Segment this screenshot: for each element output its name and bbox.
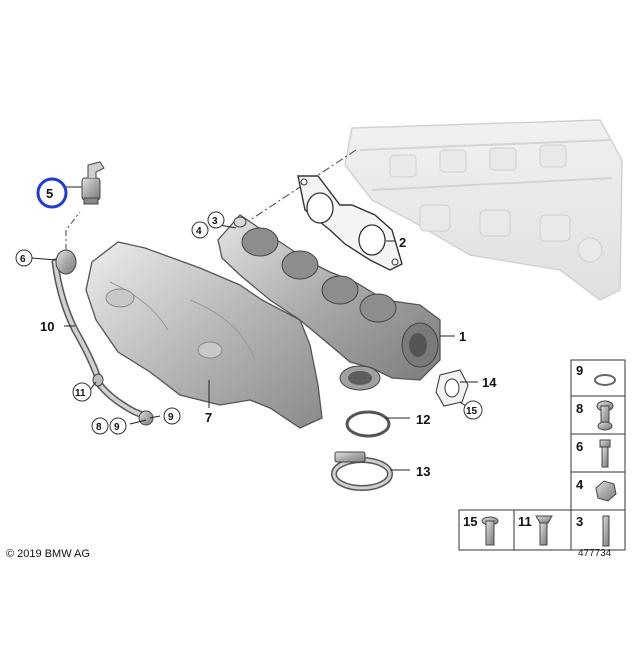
sensor-pipe: [51, 211, 154, 426]
assembly-axis-line: [231, 149, 357, 233]
callout-1: 1: [459, 329, 466, 344]
copyright-notice: © 2019 BMW AG: [6, 548, 90, 560]
callout-2: 2: [399, 235, 406, 250]
callout-8-badge: 8: [91, 417, 109, 435]
parts-legend: [458, 359, 626, 551]
callout-4-badge: 4: [191, 221, 209, 239]
flange-gasket: [435, 369, 469, 407]
legend-label-3: 3: [576, 514, 583, 529]
callout-15: 15: [466, 406, 478, 417]
callout-3: 3: [212, 216, 218, 227]
legend-label-6: 6: [576, 439, 583, 454]
v-band-clamp: [331, 451, 393, 491]
callout-7: 7: [205, 410, 212, 425]
callout-6: 6: [20, 254, 26, 265]
legend-label-4: 4: [576, 477, 584, 492]
highlight-ring: [36, 177, 68, 209]
callout-8: 8: [96, 422, 102, 433]
callout-3-badge: 3: [207, 211, 225, 229]
reference-number: 477734: [578, 548, 612, 559]
exhaust-manifold-gasket: [297, 175, 403, 271]
callout-11-badge: 11: [72, 382, 92, 402]
callout-15-badge: 15: [463, 400, 483, 420]
legend-label-11: 11: [518, 514, 532, 529]
heat-shield: [85, 241, 323, 429]
gasket-ring: [345, 410, 391, 438]
callout-9a-badge: 9: [109, 417, 127, 435]
callout-6-badge: 6: [15, 249, 33, 267]
legend-icons: [481, 374, 617, 547]
callout-10: 10: [40, 319, 54, 334]
exhaust-manifold: [217, 214, 441, 391]
callout-5: 5: [46, 186, 53, 201]
callout-14: 14: [482, 375, 497, 390]
callout-9a: 9: [114, 422, 120, 433]
legend-label-8: 8: [576, 401, 583, 416]
callout-12: 12: [416, 412, 430, 427]
legend-label-9: 9: [576, 363, 583, 378]
cylinder-head: [344, 119, 623, 301]
exhaust-temperature-sensor: [81, 161, 105, 205]
callout-4: 4: [196, 226, 202, 237]
legend-label-15: 15: [463, 514, 477, 529]
callout-11: 11: [75, 388, 86, 399]
callout-9b-badge: 9: [163, 407, 181, 425]
callout-13: 13: [416, 464, 430, 479]
callout-9b: 9: [168, 412, 174, 423]
